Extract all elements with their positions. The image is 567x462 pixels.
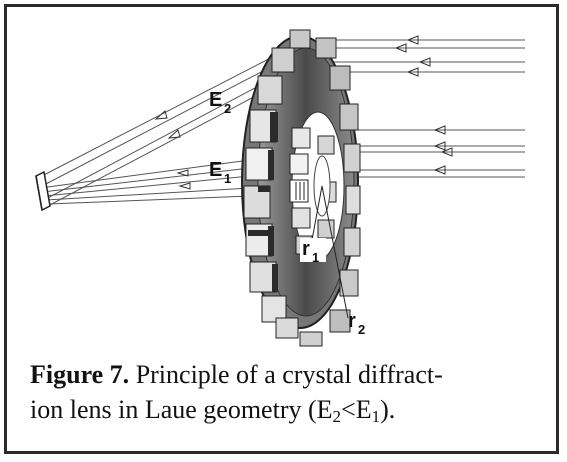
arrowhead: [406, 35, 419, 45]
caption-line-2: ion lens in Laue geometry (E2<E1).: [30, 395, 396, 426]
arrowhead: [433, 125, 446, 135]
label-r1: r 1: [300, 238, 326, 265]
arrowhead: [176, 169, 189, 177]
arrowhead: [154, 110, 168, 120]
svg-text:r: r: [348, 310, 356, 332]
svg-text:E: E: [209, 89, 222, 111]
focused-rays: [37, 47, 293, 207]
svg-text:2: 2: [224, 101, 231, 116]
arrowhead: [394, 43, 407, 53]
svg-text:E: E: [209, 159, 222, 181]
svg-text:r: r: [302, 238, 310, 260]
figure-caption: Figure 7. Principle of a crystal diffrac…: [30, 357, 550, 427]
ring-depth-shading: [248, 112, 278, 292]
caption-line-1: Figure 7. Principle of a crystal diffrac…: [30, 357, 550, 392]
label-e2: E 2: [209, 89, 231, 116]
incoming-arrowheads: [394, 35, 453, 175]
caption-text-1: Principle of a crystal diffract-: [129, 360, 443, 389]
lens-ring: [241, 29, 361, 347]
arrowhead: [418, 57, 431, 67]
laue-lens-diagram: E 2 E 1 r 1 r 2: [35, 29, 525, 347]
arrowhead: [433, 165, 446, 175]
arrowhead: [433, 141, 446, 151]
svg-text:2: 2: [358, 322, 365, 337]
arrowhead: [406, 67, 419, 77]
radius-lines: [311, 185, 349, 319]
incoming-rays: [330, 39, 525, 178]
label-e1: E 1: [209, 159, 231, 186]
focused-arrowheads: [154, 110, 191, 190]
svg-text:1: 1: [224, 171, 231, 186]
arrowhead: [167, 129, 181, 139]
focal-detector: [35, 170, 51, 212]
figure-label: Figure 7.: [30, 360, 130, 389]
arrowhead: [178, 182, 191, 190]
outer-crystals: [243, 29, 361, 347]
svg-text:1: 1: [312, 250, 319, 265]
label-r2: r 2: [348, 310, 365, 337]
inner-hatching: [295, 182, 305, 200]
arrowhead: [440, 147, 453, 157]
